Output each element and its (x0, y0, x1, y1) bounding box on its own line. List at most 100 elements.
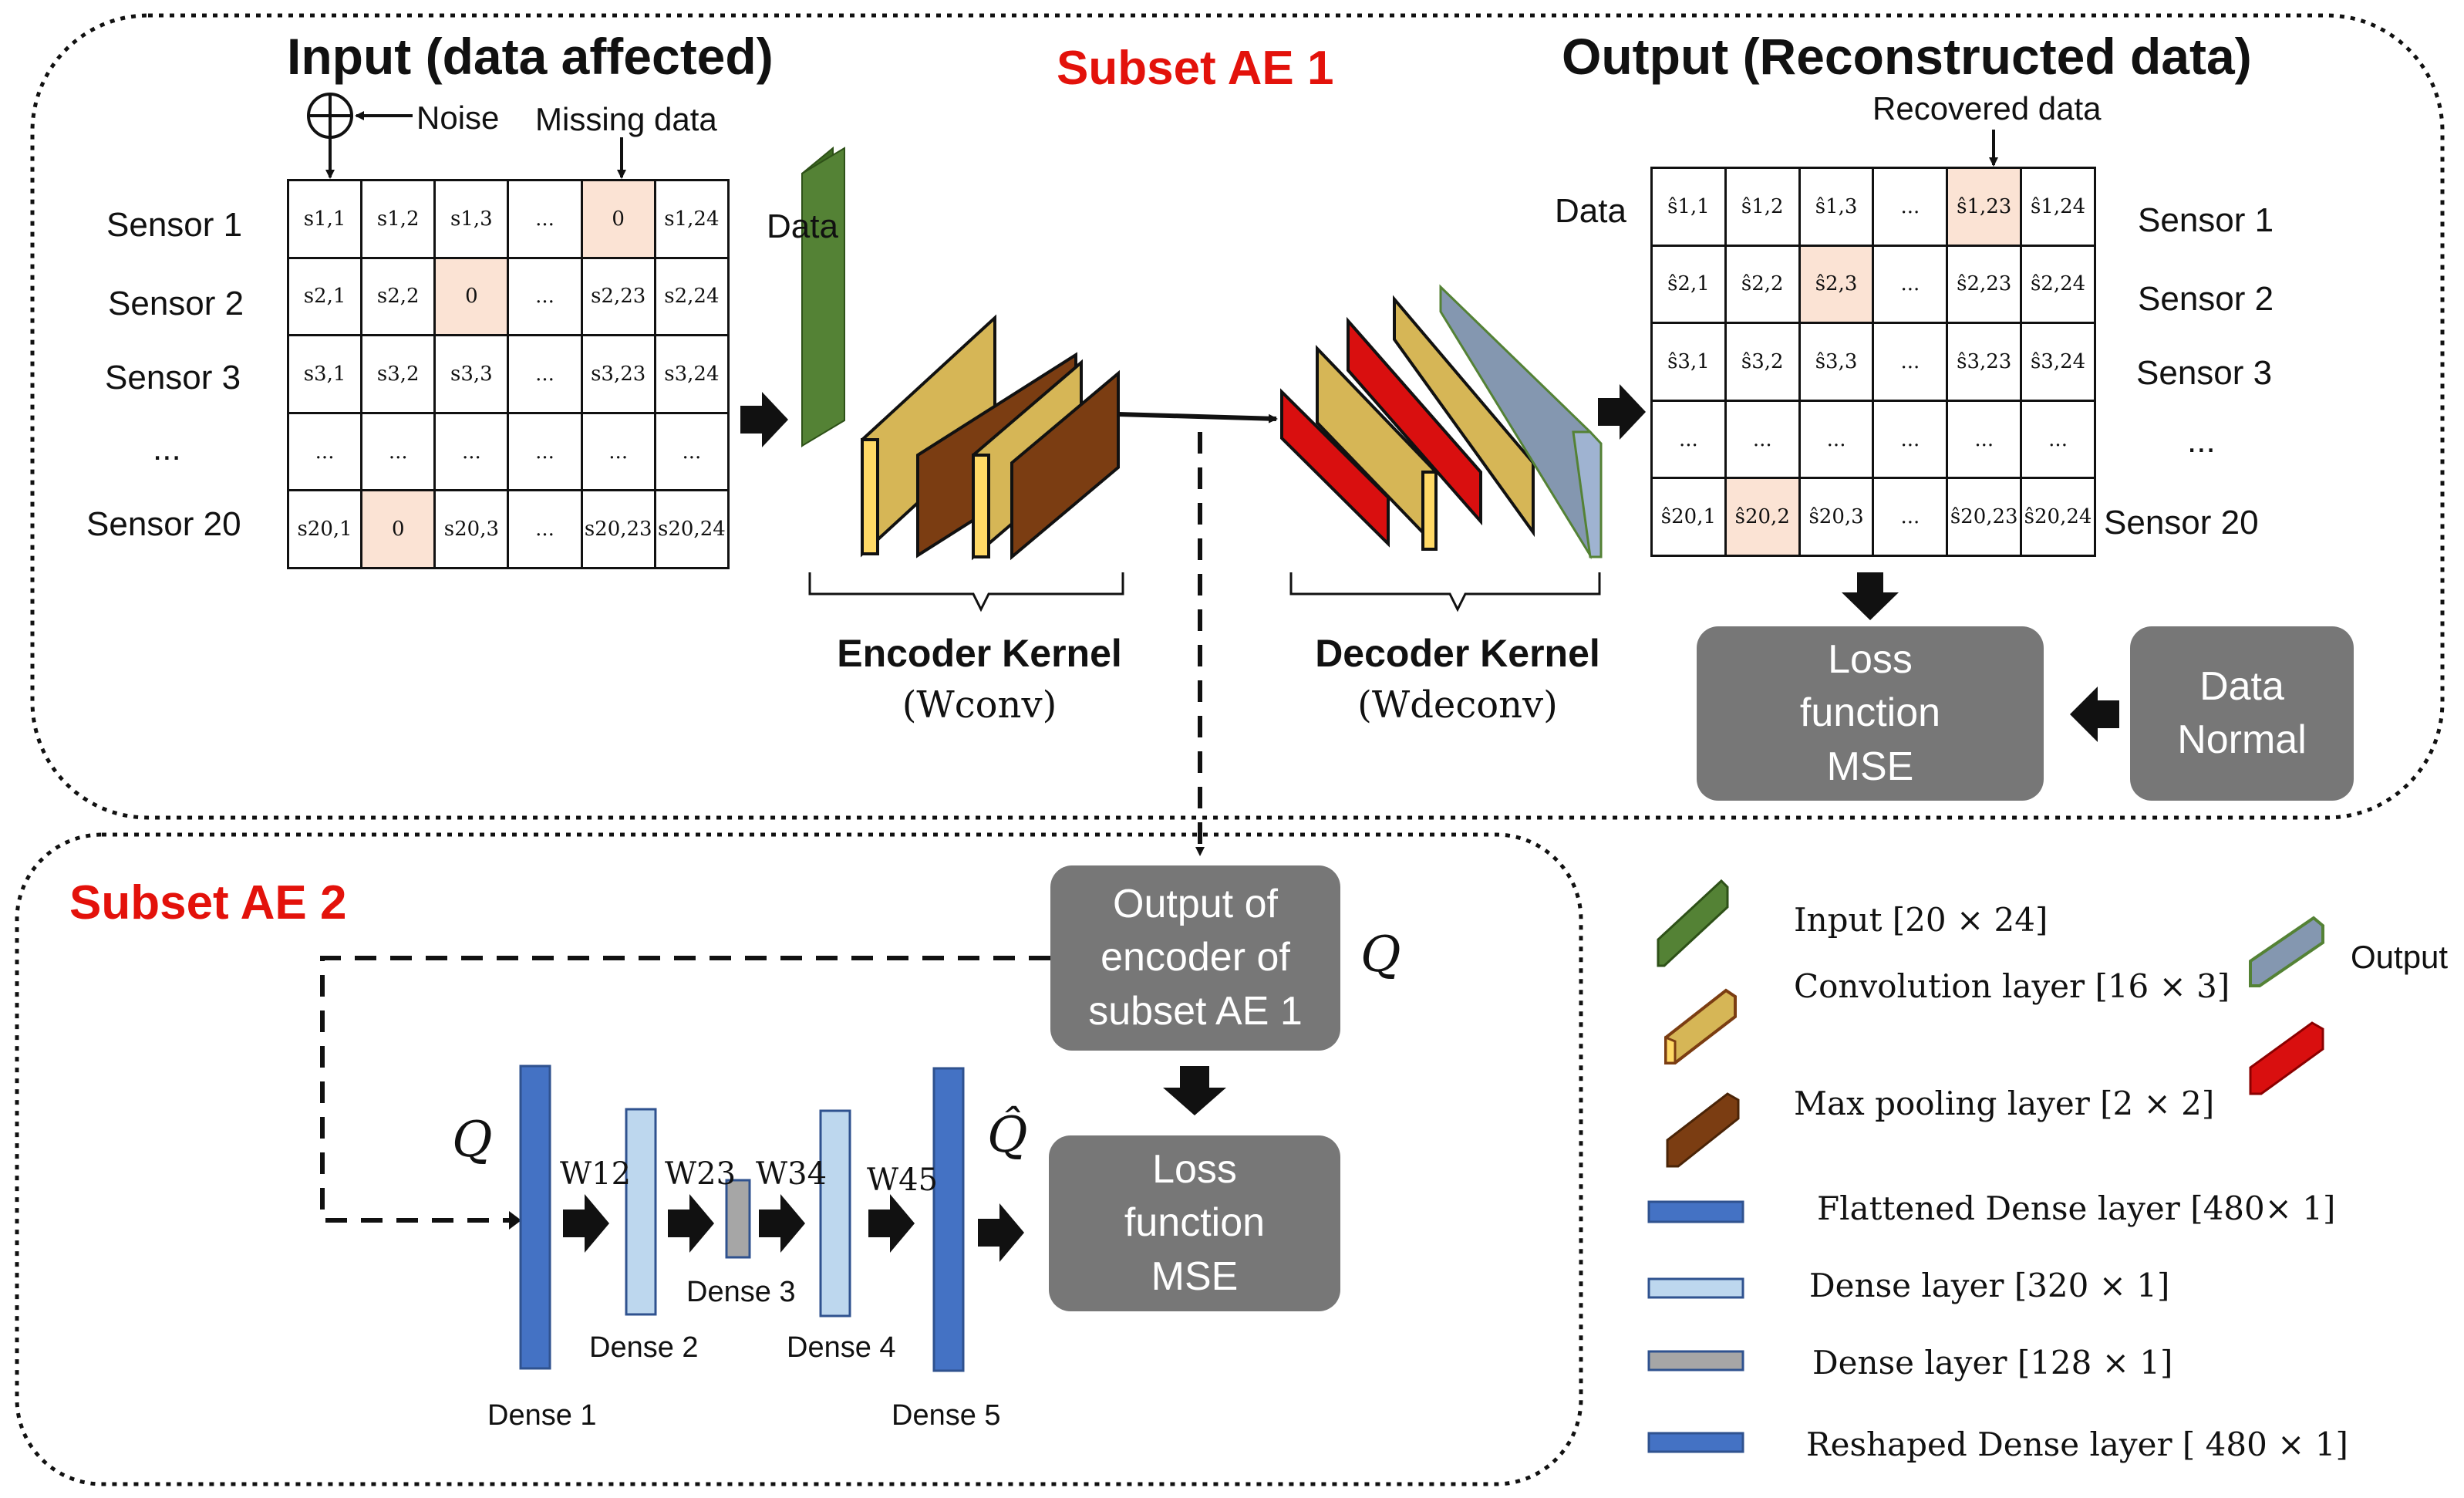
data-normal-box: Data Normal (2130, 626, 2354, 801)
legend-output-icon (2249, 916, 2324, 987)
legend-input-label: Input [20 × 24] (1794, 901, 2048, 939)
grid-cell: s3,24 (653, 334, 730, 414)
grid-cell: ŝ1,24 (2020, 167, 2096, 247)
input-title: Input (data affected) (287, 28, 774, 85)
grid-cell: ŝ3,2 (1724, 322, 1801, 402)
grid-cell: ŝ20,23 (1946, 477, 2023, 557)
ae2-loss-function-text: Loss function MSE (1124, 1147, 1266, 1299)
dense1-layer (519, 1064, 551, 1370)
weight-label-w45: W45 (867, 1162, 939, 1198)
legend-dense320-label: Dense layer [320 × 1] (1809, 1267, 2170, 1304)
noise-sum-icon (307, 93, 353, 139)
grid-cell: ŝ3,24 (2020, 322, 2096, 402)
grid-cell: ŝ2,24 (2020, 244, 2096, 325)
grid-cell: ŝ2,1 (1650, 244, 1727, 325)
grid-cell: ŝ2,2 (1724, 244, 1801, 325)
grid-cell: ... (1724, 399, 1801, 480)
noise-label: Noise (416, 100, 500, 136)
legend-reshaped-icon (1647, 1432, 1744, 1453)
grid-cell: ŝ1,23 (1946, 167, 2023, 247)
grid-cell: s1,3 (433, 179, 510, 259)
q-label-left: Q (452, 1112, 493, 1169)
recovered-data-label: Recovered data (1872, 90, 2102, 127)
grid-cell: ŝ1,2 (1724, 167, 1801, 247)
grid-cell: s3,3 (433, 334, 510, 414)
grid-cell: ... (653, 411, 730, 492)
encoder-to-decoder-line (1117, 412, 1278, 423)
grid-cell: ŝ1,3 (1798, 167, 1875, 247)
grid-cell: ŝ20,1 (1650, 477, 1727, 557)
encoder-output-box: Output of encoder of subset AE 1 (1050, 865, 1340, 1051)
weight-label-w12: W12 (560, 1156, 632, 1192)
weight-label-w23: W23 (665, 1156, 737, 1192)
dense2-label: Dense 2 (589, 1331, 699, 1364)
legend-conv-label: Convolution layer [16 × 3] (1794, 967, 2230, 1005)
q-hat-label: Q̂ (987, 1107, 1028, 1164)
encoder-box-to-loss-arrow (1163, 1066, 1226, 1115)
grid-cell: ... (507, 411, 583, 492)
grid-cell: ... (1872, 477, 1949, 557)
grid-cell: ŝ20,24 (2020, 477, 2096, 557)
grid-cell: s2,2 (360, 256, 437, 337)
input-sensor-label: Sensor 1 (106, 206, 243, 244)
grid-cell: ... (507, 334, 583, 414)
legend-output-label: Output (2351, 939, 2449, 975)
grid-cell: ... (433, 411, 510, 492)
encoder-bracket (808, 572, 1124, 612)
grid-cell: s20,1 (286, 489, 363, 569)
grid-cell: ŝ1,1 (1650, 167, 1727, 247)
grid-cell: ... (1872, 322, 1949, 402)
decoder-kernel-weight: (Wdeconv) (1357, 683, 1558, 727)
grid-cell: s2,23 (580, 256, 656, 337)
ae1-container (30, 13, 2445, 820)
output-sensor-label: Sensor 20 (2104, 504, 2259, 542)
grid-cell: s3,23 (580, 334, 656, 414)
input-sensor-label: Sensor 3 (105, 359, 241, 396)
grid-cell: ... (507, 256, 583, 337)
input-sensor-label: ... (153, 430, 181, 467)
grid-cell: s20,3 (433, 489, 510, 569)
legend-maxpool-label: Max pooling layer [2 × 2] (1794, 1085, 2215, 1122)
grid-cell: s20,24 (653, 489, 730, 569)
dense2-arrow (668, 1194, 714, 1253)
grid-cell: ... (1650, 399, 1727, 480)
ae1-loss-function-box: Loss function MSE (1697, 626, 2044, 801)
grid-cell: ŝ3,3 (1798, 322, 1875, 402)
missing-data-label: Missing data (535, 101, 717, 137)
legend-input-icon (1657, 879, 1729, 967)
dense2-layer (625, 1108, 657, 1316)
grid-cell: ... (360, 411, 437, 492)
grid-cell: ŝ2,3 (1798, 244, 1875, 325)
output-to-loss-arrow (1842, 572, 1899, 620)
legend-flattened-icon (1647, 1200, 1744, 1223)
output-title: Output (Reconstructed data) (1562, 28, 2252, 85)
encoder-output-text: Output of encoder of subset AE 1 (1088, 882, 1303, 1034)
ae2-title: Subset AE 2 (69, 876, 347, 930)
grid-cell: ... (2020, 399, 2096, 480)
grid-cell: s20,23 (580, 489, 656, 569)
dense3-label: Dense 3 (686, 1276, 796, 1308)
legend-dense320-icon (1647, 1277, 1744, 1299)
grid-cell: ... (1798, 399, 1875, 480)
encoder-layers (801, 146, 1120, 561)
dense1-arrow (563, 1194, 609, 1253)
grid-row: .................. (1650, 399, 2096, 480)
q-label-right: Q (1360, 926, 1401, 983)
dense4-arrow (868, 1194, 915, 1253)
output-sensor-label: ... (2187, 422, 2216, 460)
grid-cell: 0 (580, 179, 656, 259)
output-data-label: Data (1555, 192, 1626, 230)
output-sensor-label: Sensor 1 (2138, 201, 2274, 239)
legend-flattened-label: Flattened Dense layer [480× 1] (1817, 1189, 2336, 1227)
dense5-label: Dense 5 (892, 1399, 1001, 1432)
dense3-arrow (759, 1194, 805, 1253)
q-dashed-path (320, 956, 1050, 1223)
